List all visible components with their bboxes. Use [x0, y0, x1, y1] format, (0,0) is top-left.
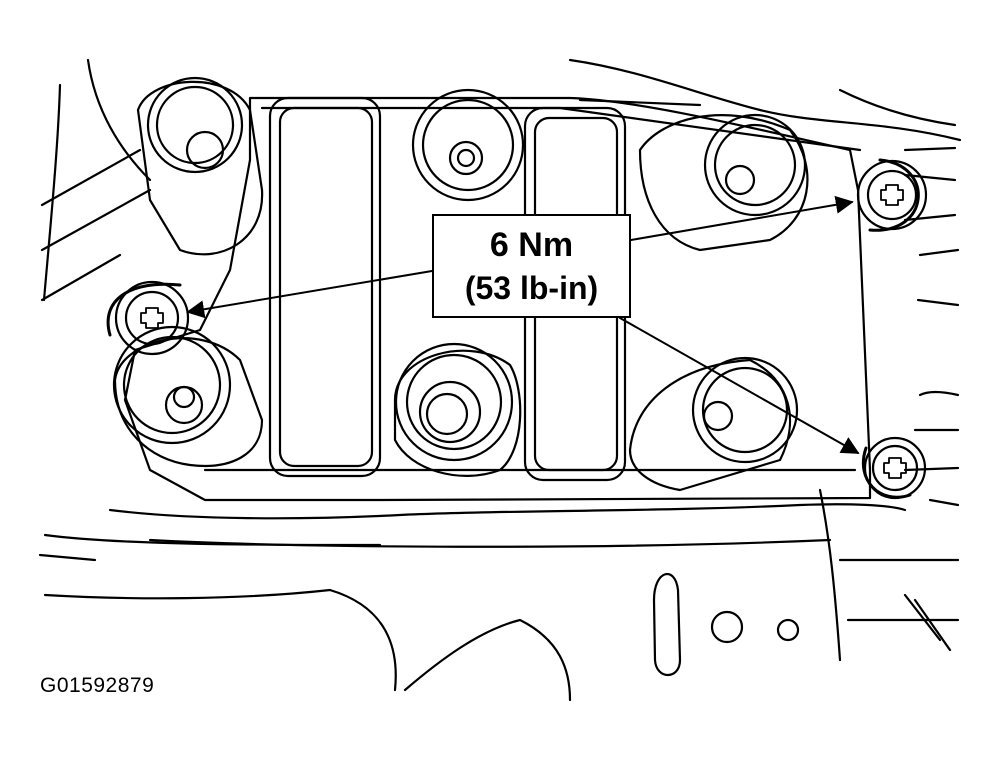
terminal-upper-left: [136, 76, 264, 256]
coil-tower-left: [268, 96, 382, 478]
casting-hole-small: [776, 618, 800, 642]
leader-arrow-lower-right-bolt: [619, 317, 860, 454]
mounting-bolt-left: [106, 280, 190, 356]
torque-metric-value: 6 Nm: [489, 226, 574, 264]
lower-casting: [38, 488, 960, 702]
leader-arrow-upper-right-bolt: [630, 195, 854, 241]
engine-background-lines: [40, 58, 962, 507]
terminal-lower-right: [628, 356, 799, 492]
casting-hole-large: [710, 610, 744, 644]
torque-imperial-value: (53 lb-in): [464, 270, 599, 306]
figure-id-label: G01592879: [40, 674, 155, 697]
terminal-upper-center: [411, 88, 525, 202]
mounting-bolt-lower-right: [861, 436, 927, 500]
terminal-lower-left: [112, 325, 264, 467]
coil-pack-base: [123, 96, 872, 502]
terminal-lower-center: [393, 342, 522, 477]
leader-arrow-left-bolt: [186, 270, 433, 319]
terminal-upper-right: [638, 113, 809, 252]
torque-callout-box: 6 Nm (53 lb-in): [432, 214, 631, 318]
coil-tower-left-inner: [278, 106, 374, 468]
mounting-bolt-upper-right: [856, 158, 928, 232]
